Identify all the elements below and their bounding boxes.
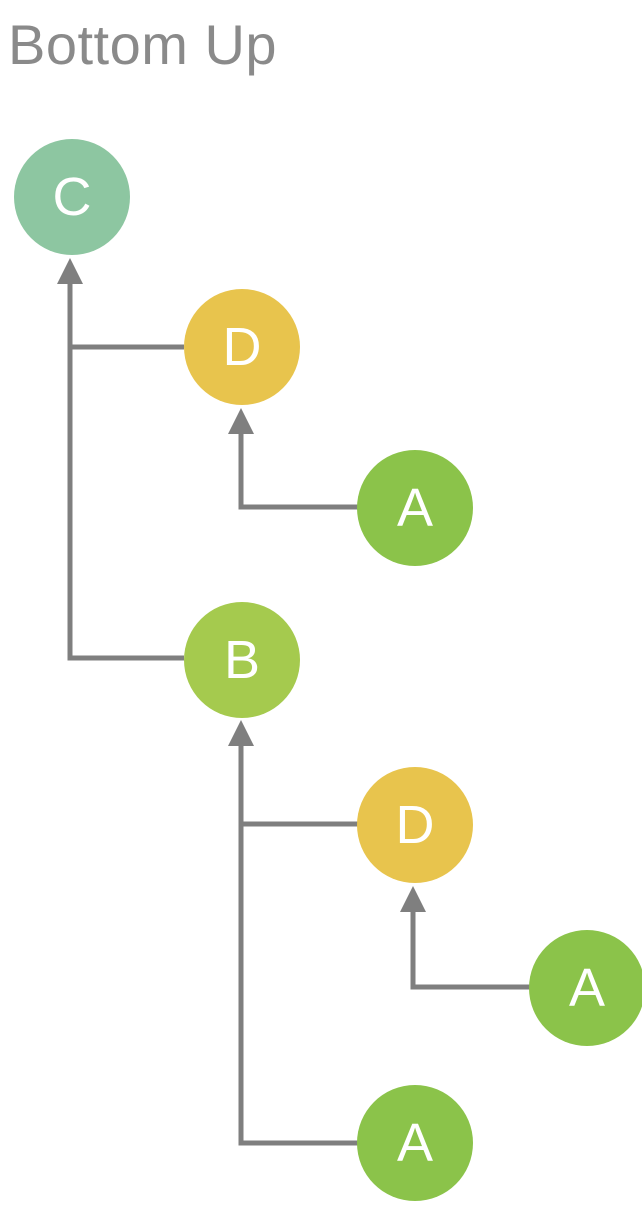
arrowhead-into-D2 bbox=[400, 886, 426, 912]
edge-A2-to-D2 bbox=[410, 912, 530, 990]
edge-A3-to-B bbox=[238, 746, 358, 1146]
node-A-upper: A bbox=[357, 450, 473, 566]
node-C: C bbox=[14, 139, 130, 255]
node-C-label: C bbox=[52, 167, 92, 227]
node-B: B bbox=[184, 602, 300, 718]
node-A-middle: A bbox=[529, 930, 642, 1046]
arrowhead-into-B bbox=[228, 720, 254, 746]
edge-B-to-C bbox=[67, 284, 184, 661]
node-A-upper-label: A bbox=[396, 478, 434, 538]
node-D-upper-label: D bbox=[222, 317, 262, 377]
diagram-title: Bottom Up bbox=[8, 13, 278, 76]
node-A-bottom-label: A bbox=[396, 1113, 434, 1173]
node-D-lower: D bbox=[357, 767, 473, 883]
node-D-lower-label: D bbox=[395, 795, 435, 855]
edge-A1-to-D1 bbox=[238, 434, 358, 510]
node-B-label: B bbox=[223, 630, 261, 690]
arrowhead-into-C bbox=[57, 258, 83, 284]
node-A-bottom: A bbox=[357, 1085, 473, 1201]
node-D-upper: D bbox=[184, 289, 300, 405]
node-A-middle-label: A bbox=[568, 958, 606, 1018]
arrowhead-into-D1 bbox=[228, 408, 254, 434]
